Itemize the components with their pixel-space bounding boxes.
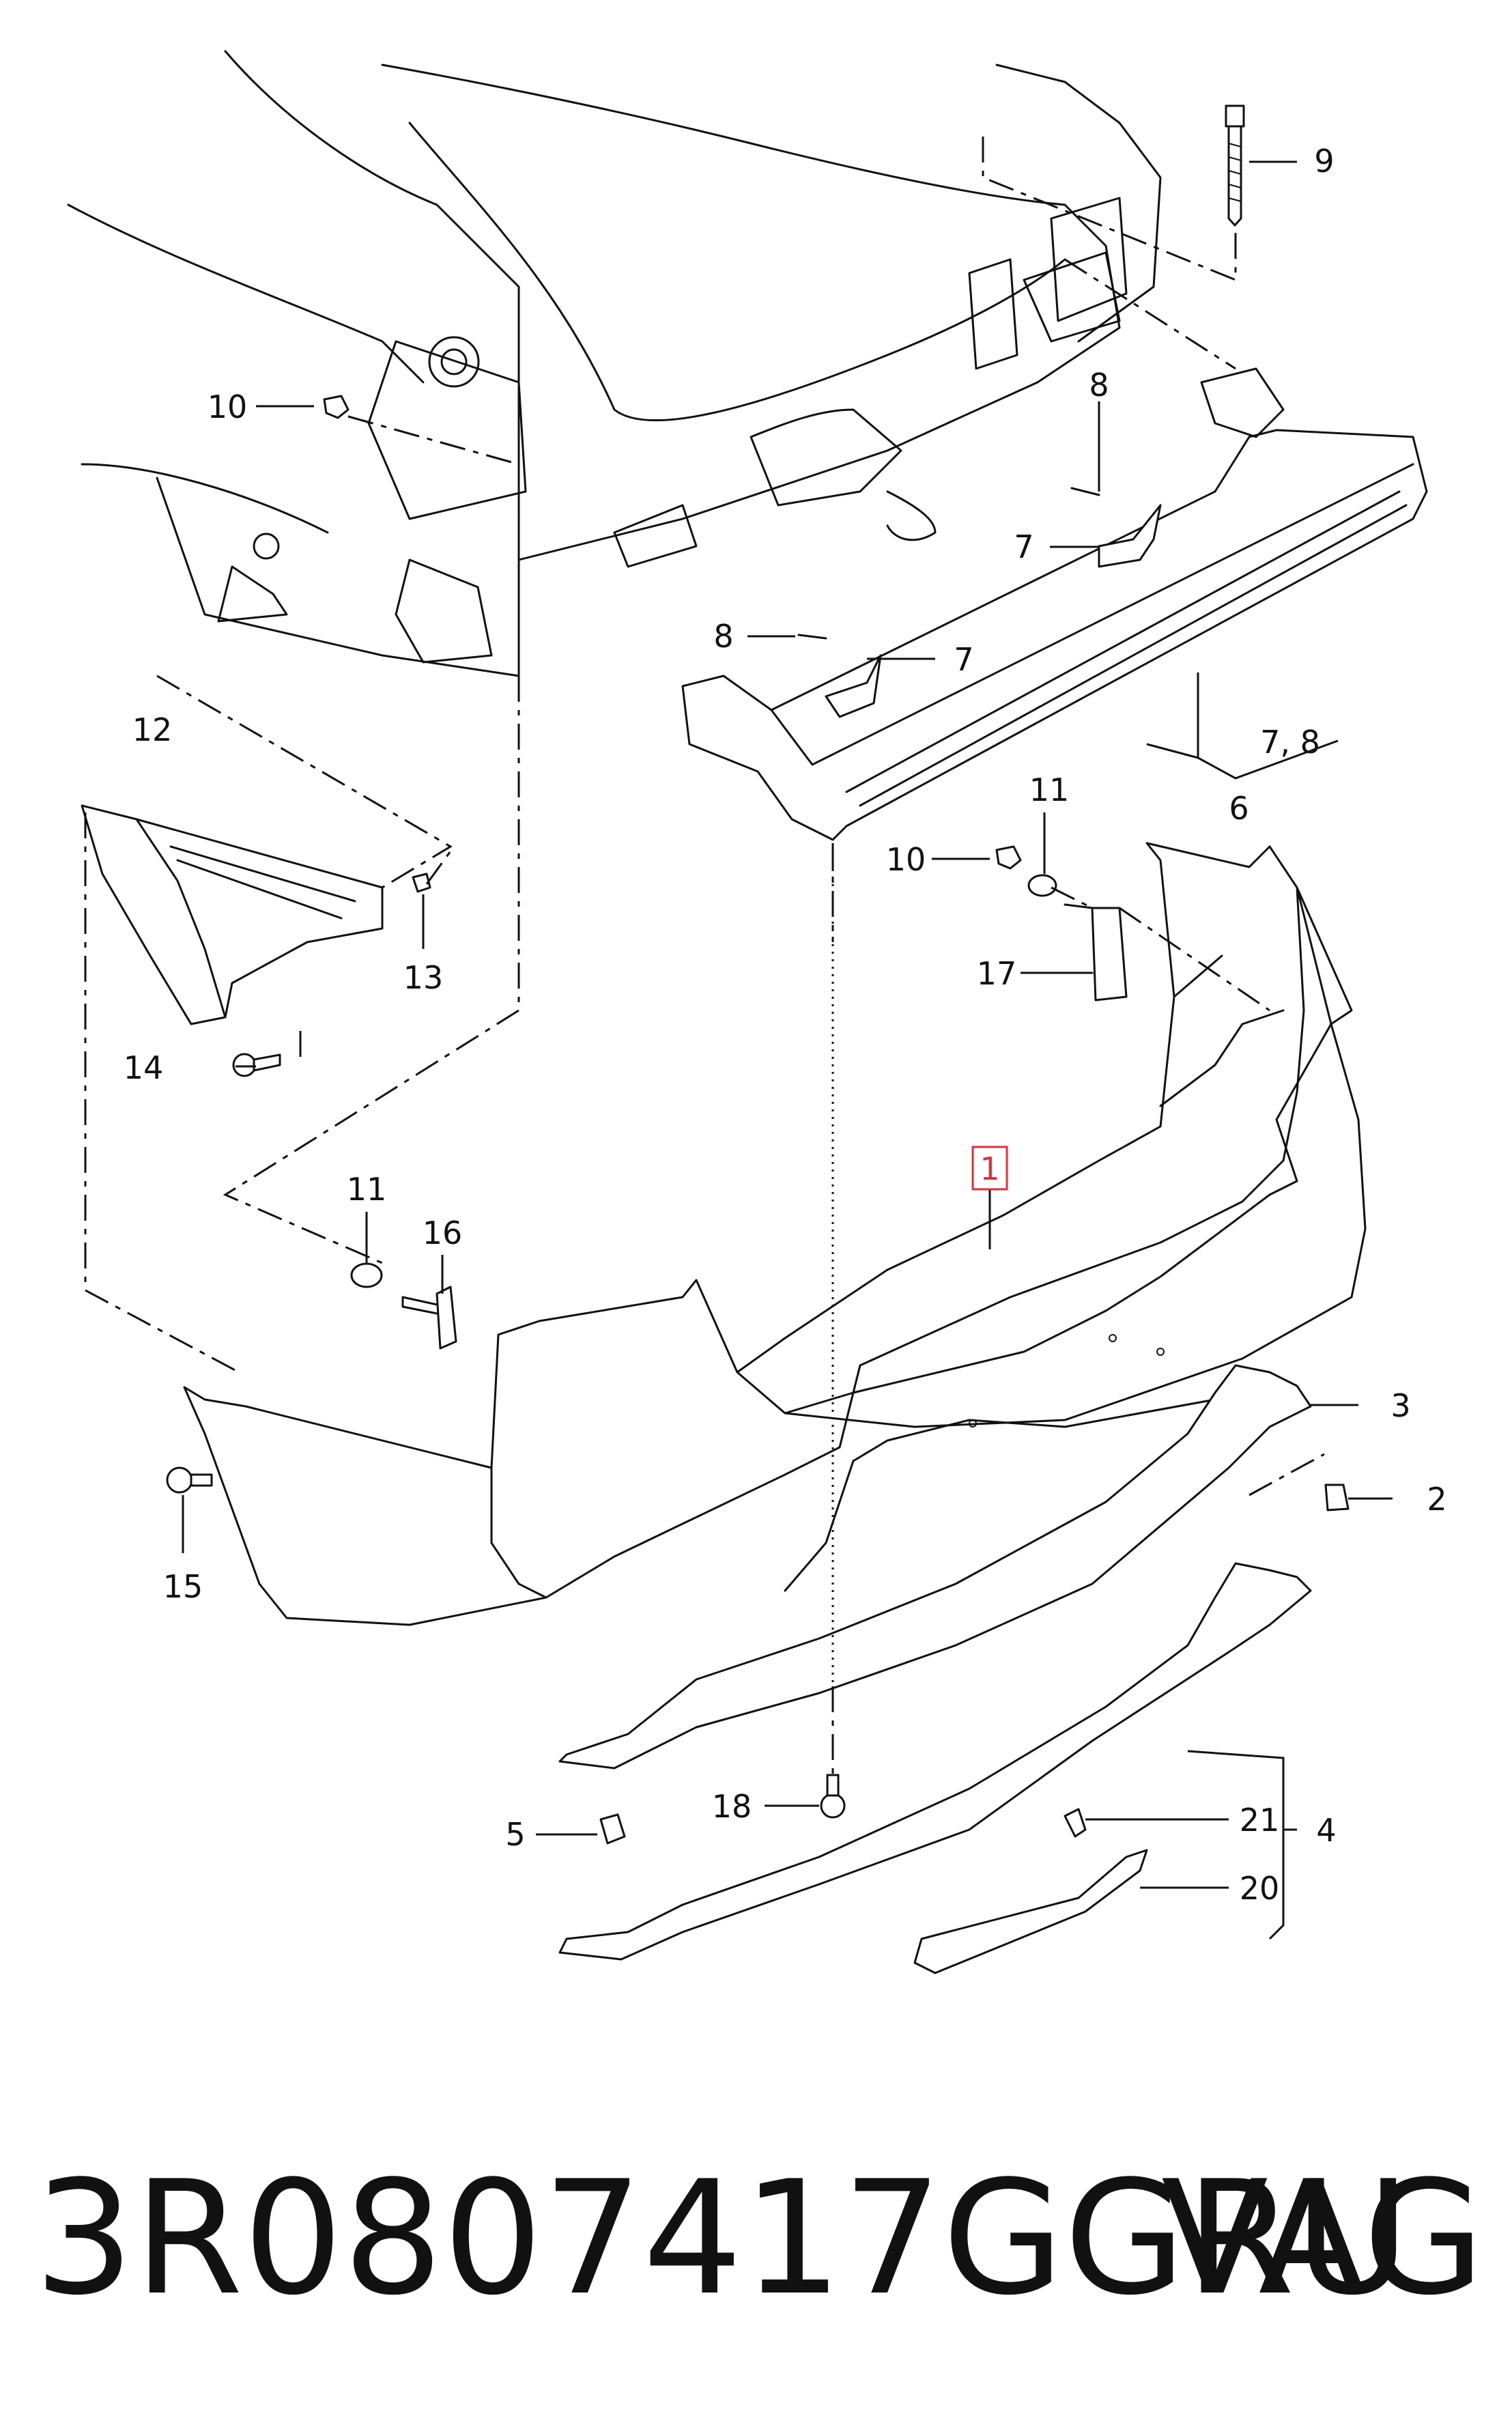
screw-18 — [820, 1774, 846, 1819]
side-guide-12 — [81, 804, 384, 1025]
clip-13 — [412, 872, 431, 893]
callout-6: 6 — [1229, 790, 1249, 827]
callout-2: 2 — [1427, 1481, 1446, 1518]
callout-7-upper: 7 — [1014, 528, 1033, 565]
callout-1-highlight-box — [971, 1146, 1008, 1191]
assembly-guide-lines — [84, 137, 1325, 1775]
callout-15: 15 — [163, 1568, 203, 1605]
callout-labels: 9 10 8 7 8 7 7, 8 6 11 10 17 12 13 14 11… — [124, 143, 1447, 1907]
spoiler-strip-3 — [558, 1364, 1312, 1770]
callout-3: 3 — [1390, 1387, 1410, 1424]
clip-10-mid — [995, 845, 1022, 870]
footer: 3R0807417GGRU VAG — [0, 2151, 1512, 2328]
callout-7-8: 7, 8 — [1260, 724, 1320, 761]
bumper-reinforcement — [681, 251, 1428, 841]
callout-11-mid: 11 — [1029, 771, 1070, 808]
clip-10-upper — [323, 395, 350, 419]
callout-14: 14 — [124, 1049, 164, 1086]
bracket-7-upper — [1098, 504, 1162, 568]
bolt-8-lower — [797, 634, 827, 640]
callout-7-lower: 7 — [954, 641, 973, 678]
screw-16 — [401, 1286, 457, 1350]
callout-17: 17 — [977, 955, 1017, 992]
callout-11-left: 11 — [347, 1171, 387, 1208]
callout-21: 21 — [1240, 1802, 1280, 1839]
callout-16: 16 — [423, 1215, 463, 1251]
brand-name: VAG — [1160, 2148, 1485, 2330]
callout-1: 1 — [980, 1150, 999, 1187]
callout-4: 4 — [1316, 1812, 1336, 1849]
callout-18: 18 — [712, 1788, 752, 1825]
bracket-17 — [1064, 903, 1128, 1002]
callout-13: 13 — [403, 959, 444, 996]
callout-8-upper: 8 — [1089, 367, 1109, 403]
callout-9: 9 — [1314, 143, 1334, 180]
trim-strip-20 — [913, 1849, 1148, 1974]
bracket-7-lower — [825, 654, 882, 718]
car-body-rear — [67, 50, 1162, 677]
bolt-9 — [1225, 104, 1245, 227]
nut-2 — [1324, 1484, 1350, 1511]
clip-5 — [599, 1813, 626, 1845]
callout-8-lower: 8 — [713, 618, 733, 655]
part-number: 3R0807417GGRU — [34, 2148, 1410, 2330]
callout-10-mid: 10 — [886, 841, 926, 878]
clip-21 — [1064, 1808, 1087, 1838]
leader-lines — [182, 160, 1393, 1940]
bumper-cover-1 — [183, 842, 1367, 1626]
callout-10-upper: 10 — [208, 388, 248, 425]
screw-15 — [166, 1466, 213, 1494]
washer-11-mid — [1027, 874, 1057, 897]
diffuser-4 — [558, 1562, 1312, 1961]
washer-11-left — [350, 1262, 383, 1288]
callout-5: 5 — [505, 1816, 525, 1853]
callout-20: 20 — [1240, 1870, 1280, 1907]
bolt-8-upper — [1070, 487, 1100, 496]
callout-12: 12 — [132, 711, 173, 748]
screw-14 — [232, 1053, 281, 1077]
